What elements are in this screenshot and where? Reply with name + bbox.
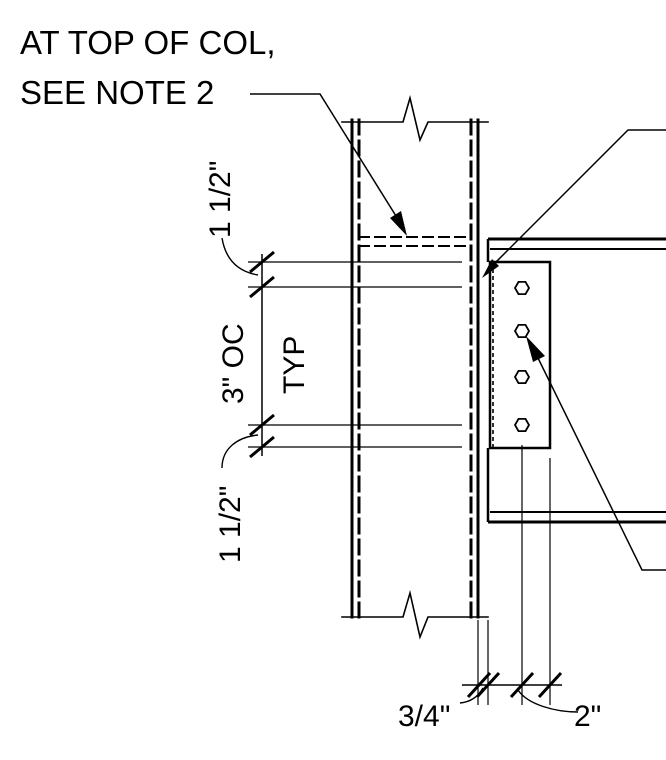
tick-top-edge bbox=[249, 250, 275, 274]
tick-tab-right bbox=[537, 671, 563, 699]
leader-bolt-callout bbox=[537, 357, 666, 571]
leader-edge-top bbox=[221, 237, 259, 276]
tick-bolt-bottom bbox=[249, 413, 275, 437]
leader-note-stiffener bbox=[250, 93, 397, 217]
vertical-dimensions bbox=[221, 237, 462, 469]
beam bbox=[486, 237, 666, 524]
tick-tab-edge bbox=[475, 671, 501, 699]
leader-gap bbox=[459, 687, 484, 704]
column-break-line-top bbox=[341, 94, 489, 143]
leader-edge-bottom bbox=[221, 434, 259, 469]
bolt-2 bbox=[513, 323, 531, 339]
note-line-1: AT TOP OF COL, bbox=[20, 24, 276, 61]
labels: AT TOP OF COL, SEE NOTE 2 1 1/2" 3" OC T… bbox=[20, 24, 601, 733]
tick-bolt-centerline bbox=[509, 671, 535, 699]
dim-label-bolt-gauge: 2" bbox=[574, 700, 601, 733]
tick-column-face bbox=[466, 671, 492, 699]
arrowhead-weld-callout bbox=[482, 259, 499, 278]
arrowhead-bolt-callout bbox=[526, 336, 545, 362]
note-line-2: SEE NOTE 2 bbox=[20, 74, 214, 111]
bolt-4 bbox=[513, 417, 531, 433]
bolt-1 bbox=[513, 280, 531, 296]
horizontal-dimensions bbox=[459, 445, 579, 713]
bolt-3 bbox=[513, 369, 531, 385]
column bbox=[341, 94, 489, 640]
column-break-line-bottom bbox=[341, 589, 489, 640]
leader-weld-callout bbox=[489, 129, 666, 269]
dim-label-spacing: 3" OC bbox=[217, 323, 250, 404]
dim-label-edge-bottom: 1 1/2" bbox=[214, 486, 247, 563]
dim-label-edge-top: 1 1/2" bbox=[204, 161, 237, 238]
callout-leaders bbox=[250, 93, 666, 571]
tick-bottom-edge bbox=[249, 435, 275, 459]
dim-label-typ: TYP bbox=[278, 336, 311, 394]
arrowhead-note-stiffener bbox=[390, 211, 407, 236]
shear-tab-plate bbox=[488, 260, 552, 450]
dim-label-gap: 3/4" bbox=[398, 700, 450, 733]
leader-gauge bbox=[517, 689, 579, 713]
tick-bolt-top bbox=[249, 275, 275, 299]
shear-tab-outline bbox=[488, 260, 552, 450]
